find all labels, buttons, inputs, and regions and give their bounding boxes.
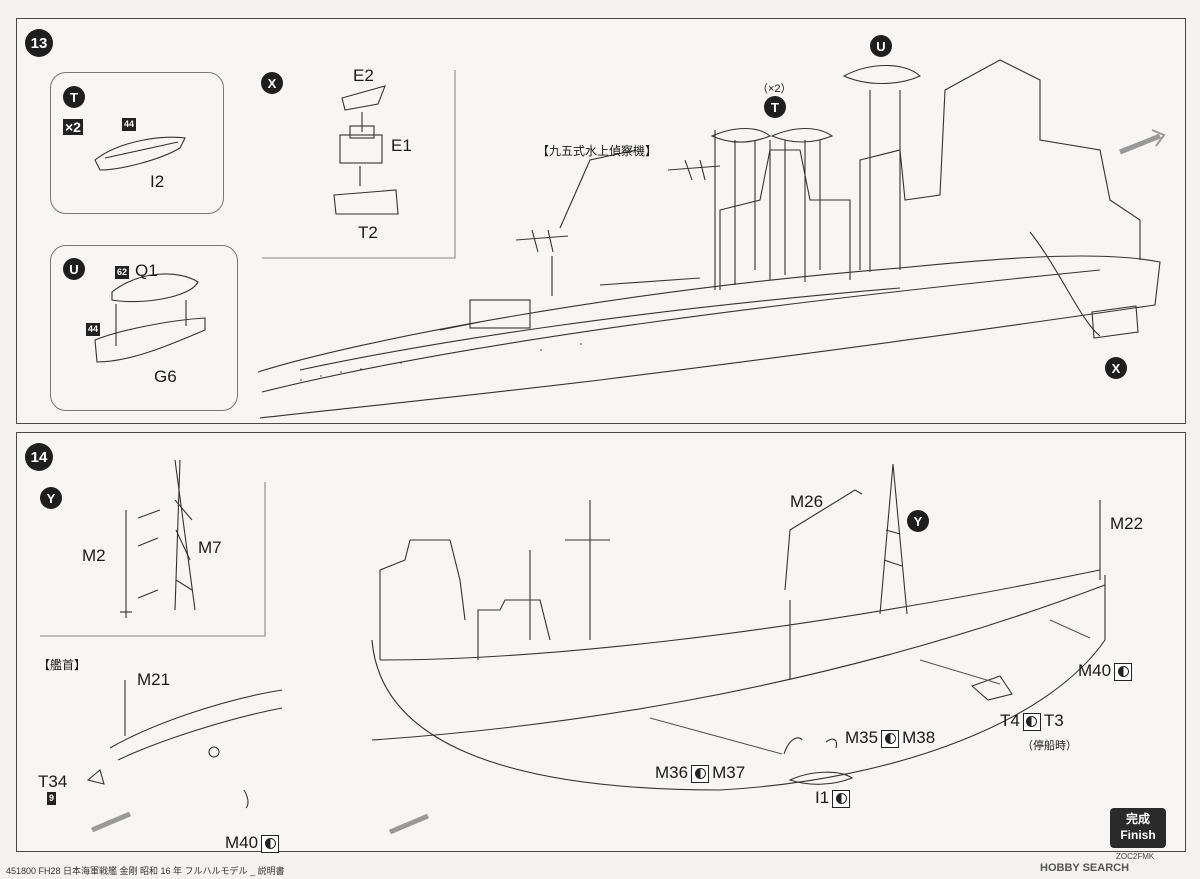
part-label-e2: E2 xyxy=(353,66,374,85)
letter-x-badge: X xyxy=(261,72,283,94)
mold-marker-icon xyxy=(1114,662,1133,681)
part-label-e1: E1 xyxy=(391,136,412,155)
mold-marker-icon xyxy=(1022,712,1041,731)
seaplane-type-label: 【九五式水上偵察機】 xyxy=(537,144,658,158)
part-label-m40: M40 xyxy=(225,833,282,853)
color-code-chip: 44 xyxy=(86,323,101,336)
finish-badge: 完成 Finish xyxy=(1110,808,1166,848)
footer-code: ZOC2FMK xyxy=(1116,852,1155,861)
mold-marker-icon xyxy=(691,764,710,783)
letter-u-badge: U xyxy=(63,258,85,280)
letter-t-badge: T xyxy=(764,96,786,118)
part-label-m21: M21 xyxy=(137,670,171,689)
letter-x-badge: X xyxy=(1105,357,1127,379)
sub-assembly-box-u xyxy=(50,245,238,411)
mold-marker-icon xyxy=(261,834,280,853)
part-label-m40: M40 xyxy=(1078,661,1135,681)
watermark: HOBBY SEARCH xyxy=(1040,862,1130,874)
part-label-i1: I1 xyxy=(815,788,853,808)
bow-section-label: 【艦首】 xyxy=(38,658,87,672)
color-code-chip: 62 xyxy=(115,266,130,279)
part-label-m22: M22 xyxy=(1110,514,1144,533)
sub-assembly-box-t xyxy=(50,72,224,214)
part-label-t2: T2 xyxy=(358,223,378,242)
part-label-m2: M2 xyxy=(82,546,106,565)
part-label-q1: Q1 xyxy=(135,261,158,280)
finish-label-jp: 完成 xyxy=(1125,812,1150,826)
letter-t-badge: T xyxy=(63,86,85,108)
part-label-i2: I2 xyxy=(150,172,165,191)
part-label-g6: G6 xyxy=(154,367,177,386)
mold-marker-icon xyxy=(881,729,900,748)
anchored-note: （停船時） xyxy=(1022,740,1077,752)
finish-label-en: Finish xyxy=(1120,828,1156,842)
part-label-m26: M26 xyxy=(790,492,824,511)
quantity-label: （×2） xyxy=(757,83,792,95)
step-14-panel: 14 xyxy=(16,432,1186,852)
footer-text: 451800 FH28 日本海軍戦艦 金剛 昭和 16 年 フルハルモデル _ … xyxy=(6,866,285,876)
part-label-t34: T34 xyxy=(38,772,68,791)
step-number-badge: 14 xyxy=(25,443,53,471)
letter-y-badge: Y xyxy=(907,510,929,532)
quantity-label: ×2 xyxy=(63,119,83,135)
color-code-chip: 44 xyxy=(122,118,137,131)
color-code-chip: 9 xyxy=(47,792,57,805)
mold-marker-icon xyxy=(832,789,851,808)
part-label-m7: M7 xyxy=(198,538,222,557)
letter-u-badge: U xyxy=(870,35,892,57)
letter-y-badge: Y xyxy=(40,487,62,509)
step-number-badge: 13 xyxy=(25,29,53,57)
